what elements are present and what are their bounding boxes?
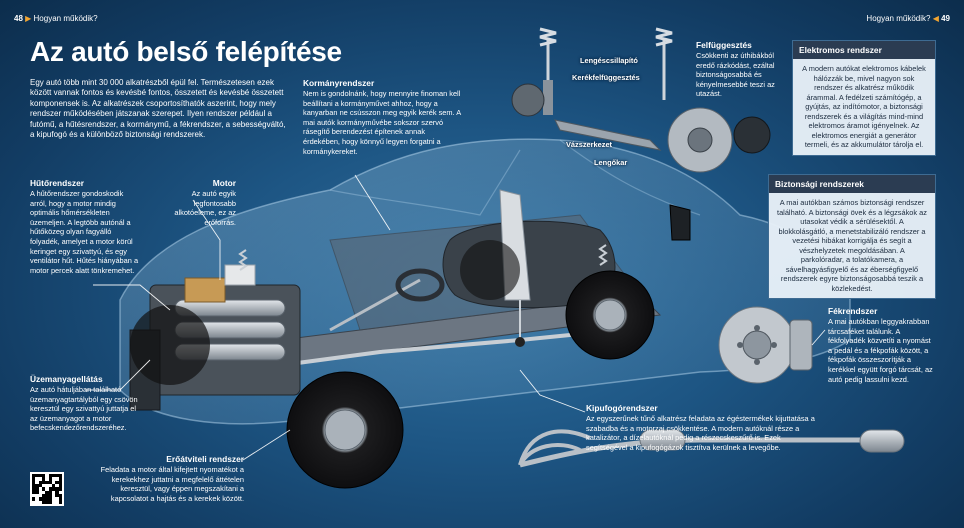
label-wheel-suspension: Kerékfelfüggesztés [572, 73, 640, 82]
page-number-left: 48 [14, 14, 23, 23]
page-number-right: 49 [941, 14, 950, 23]
cooling-heading: Hűtőrendszer [30, 178, 84, 188]
fuel-text: Az autó hátuljában található üzemanyagta… [30, 385, 138, 433]
steering-text: Nem is gondolnánk, hogy mennyire finoman… [303, 89, 461, 156]
brakes-text: A mai autókban leggyakrabban tárcsaféket… [828, 317, 933, 384]
engine-heading: Motor [212, 178, 236, 188]
safety-text: A mai autókban számos biztonsági rendsze… [777, 198, 927, 293]
left-folio: 48 ▶ Hogyan működik? [14, 14, 98, 23]
fuel-heading: Üzemanyagellátás [30, 374, 103, 384]
intro-paragraph: Egy autó több mint 30 000 alkatrészből é… [30, 78, 286, 140]
electrical-system-box: Elektromos rendszer A modern autókat ele… [792, 40, 936, 156]
engine-text: Az autó egyik legfontosabb alkotóeleme, … [174, 189, 236, 227]
section-drivetrain: Erőátviteli rendszer Feladata a motor ál… [92, 454, 244, 503]
suspension-heading: Felfüggesztés [696, 40, 752, 50]
section-steering: Kormányrendszer Nem is gondolnánk, hogy … [303, 78, 463, 156]
electrical-heading: Elektromos rendszer [793, 41, 935, 59]
electrical-text: A modern autókat elektromos kábelek háló… [802, 64, 926, 149]
section-engine: Motor Az autó egyik legfontosabb alkotóe… [170, 178, 236, 227]
cooling-text: A hűtőrendszer gondoskodik arról, hogy a… [30, 189, 139, 275]
safety-heading: Biztonsági rendszerek [769, 175, 935, 193]
triangle-right-icon: ▶ [25, 14, 32, 23]
triangle-left-icon: ◀ [932, 14, 939, 23]
qr-code-icon[interactable] [30, 472, 64, 506]
exhaust-heading: Kipufogórendszer [586, 403, 658, 413]
exhaust-text: Az egyszerűnek tűnő alkatrész feladata a… [586, 414, 815, 452]
brakes-heading: Fékrendszer [828, 306, 878, 316]
right-folio: Hogyan működik? ◀ 49 [866, 14, 950, 23]
section-exhaust: Kipufogórendszer Az egyszerűnek tűnő alk… [586, 403, 816, 452]
section-fuel-supply: Üzemanyagellátás Az autó hátuljában talá… [30, 374, 140, 433]
section-brakes: Fékrendszer A mai autókban leggyakrabban… [828, 306, 936, 384]
safety-systems-box: Biztonsági rendszerek A mai autókban szá… [768, 174, 936, 299]
section-cooling: Hűtőrendszer A hűtőrendszer gondoskodik … [30, 178, 142, 275]
drivetrain-text: Feladata a motor által kifejtett nyomaté… [100, 465, 244, 503]
steering-heading: Kormányrendszer [303, 78, 375, 88]
page-title: Az autó belső felépítése [30, 36, 342, 67]
drivetrain-heading: Erőátviteli rendszer [166, 454, 244, 464]
section-suspension: Felfüggesztés Csökkenti az úthibákból er… [696, 40, 780, 99]
label-control-arm: Lengőkar [594, 158, 628, 167]
label-shock-absorber: Lengéscsillapító [580, 56, 638, 65]
section-name-right: Hogyan működik? [866, 14, 931, 23]
suspension-text: Csökkenti az úthibákból eredő rázkódást,… [696, 51, 775, 99]
section-name-left: Hogyan működik? [33, 14, 98, 23]
label-frame: Vázszerkezet [566, 140, 613, 149]
